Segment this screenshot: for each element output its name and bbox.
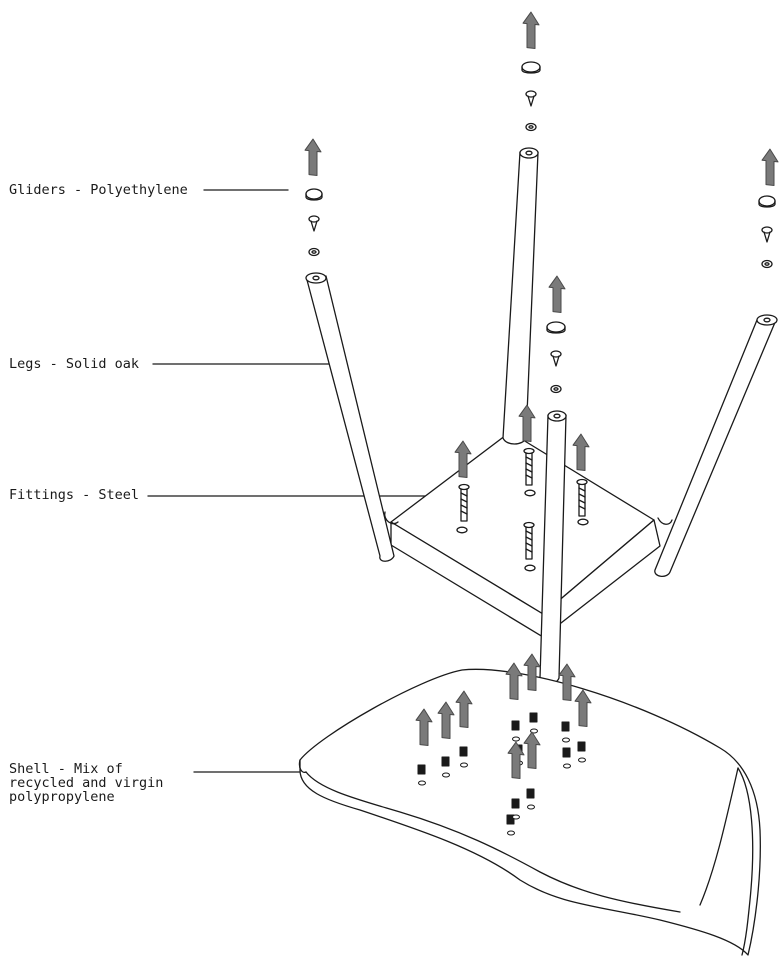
removal-arrow-icon — [455, 690, 473, 728]
removal-arrow-icon — [437, 701, 455, 739]
legs-label: Legs - Solid oak — [9, 357, 139, 371]
leg-left — [305, 272, 395, 562]
removal-arrow-icon — [518, 404, 536, 442]
removal-arrow-icon — [523, 653, 541, 691]
shell-label-line-2: recycled and virgin — [9, 775, 164, 791]
removal-arrow-icon — [304, 138, 322, 176]
glider-stack-front — [546, 321, 566, 394]
shell-label-line-1: Shell - Mix of — [9, 761, 123, 777]
fittings-label: Fittings - Steel — [9, 488, 139, 502]
shell-outline — [299, 668, 761, 956]
removal-arrow-icon — [558, 663, 576, 701]
fitting-screws — [456, 447, 589, 572]
screw-1 — [456, 483, 470, 534]
gliders-label: Gliders - Polyethylene — [9, 183, 188, 197]
legs-label-text: Legs - Solid oak — [9, 356, 140, 372]
shell-back-face — [699, 767, 739, 906]
leg-front — [539, 410, 567, 685]
shell-back-edge — [737, 767, 754, 956]
removal-arrow-icon — [507, 741, 525, 779]
removal-arrow-icon — [505, 662, 523, 700]
shell-rim — [305, 771, 681, 913]
removal-arrow-icon — [522, 11, 540, 49]
removal-arrow-icon — [572, 433, 590, 471]
screw-3 — [576, 478, 589, 526]
gliders-label-text: Gliders - Polyethylene — [9, 182, 188, 198]
removal-arrow-icon — [761, 148, 779, 187]
leg-joint-right — [657, 517, 673, 525]
removal-arrow-icon — [523, 731, 541, 769]
glider-stack-left — [305, 188, 323, 257]
screw-2 — [523, 447, 536, 497]
removal-arrow-icon — [548, 275, 566, 313]
removal-arrow-icon — [574, 689, 592, 727]
shell-lip — [298, 759, 307, 774]
glider-stack-back — [521, 61, 541, 132]
leg-right — [654, 314, 778, 577]
removal-arrows — [304, 11, 779, 779]
shell-label: Shell - Mix of recycled and virgin polyp… — [9, 762, 163, 804]
fittings-label-text: Fittings - Steel — [9, 487, 140, 503]
glider-stack-right — [758, 195, 776, 269]
seat-top-face — [390, 431, 655, 615]
leg-joint-left — [384, 511, 399, 525]
removal-arrow-icon — [454, 440, 472, 478]
shell-label-line-3: polypropylene — [9, 789, 115, 805]
shell — [298, 668, 761, 956]
screw-4 — [523, 521, 536, 572]
removal-arrow-icon — [415, 708, 433, 746]
leg-back — [502, 147, 539, 445]
